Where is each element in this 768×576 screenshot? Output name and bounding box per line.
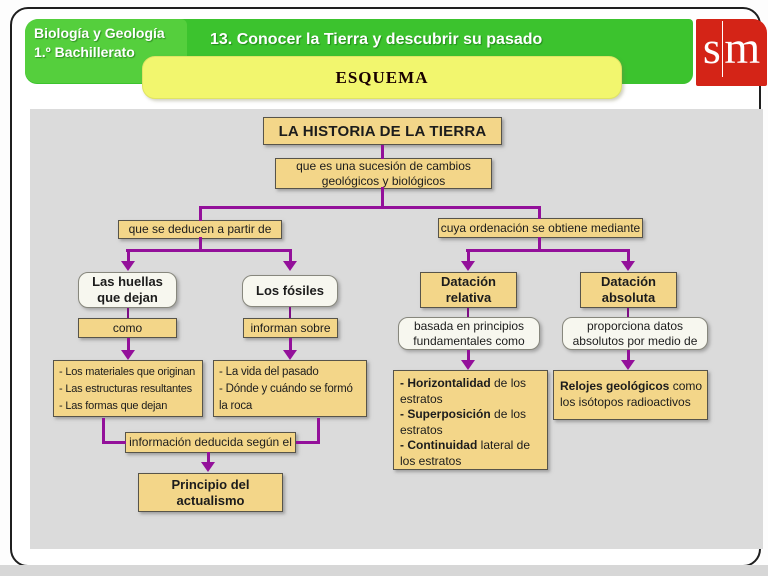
connector-line <box>317 418 320 444</box>
list-vida-pasado: - La vida del pasado - Dónde y cuándo se… <box>213 360 367 417</box>
connector-line <box>199 237 202 251</box>
node-sucesion-cambios: que es una sucesión de cambios geológico… <box>275 158 492 189</box>
connector-line <box>538 206 541 219</box>
bottom-edge-strip <box>0 565 768 576</box>
node-los-fosiles: Los fósiles <box>242 275 338 307</box>
connector-line <box>296 441 320 444</box>
arrow-down-icon <box>621 360 635 370</box>
arrow-down-icon <box>283 261 297 271</box>
label-basada-principios: basada en principios fundamentales como <box>398 317 540 350</box>
connector-line <box>199 206 202 221</box>
arrow-down-icon <box>283 350 297 360</box>
sm-logo-letter-m: m <box>724 22 761 73</box>
esquema-banner: ESQUEMA <box>142 56 622 99</box>
node-historia-tierra: LA HISTORIA DE LA TIERRA <box>263 117 502 145</box>
node-datacion-relativa: Datación relativa <box>420 272 517 308</box>
node-las-huellas: Las huellas que dejan <box>78 272 177 308</box>
connector-line <box>538 237 541 251</box>
connector-line <box>207 452 210 463</box>
label-como: como <box>78 318 177 338</box>
label-informan-sobre: informan sobre <box>243 318 338 338</box>
chapter-title: 13. Conocer la Tierra y descubrir su pas… <box>210 31 543 48</box>
connector-line <box>627 350 630 361</box>
connector-line <box>102 418 105 444</box>
connector-line <box>289 249 292 262</box>
arrow-down-icon <box>461 360 475 370</box>
course-level: 1.º Bachillerato <box>34 44 135 60</box>
connector-line <box>289 307 291 318</box>
connector-line <box>466 249 630 252</box>
arrow-down-icon <box>621 261 635 271</box>
connector-line <box>289 338 292 351</box>
label-cuya-ordenacion: cuya ordenación se obtiene mediante <box>438 218 643 238</box>
connector-line <box>381 145 384 159</box>
list-principios-fundamentales: - Horizontalidad de los estratos - Super… <box>393 370 548 470</box>
connector-line <box>467 350 470 361</box>
connector-line <box>127 308 129 318</box>
list-materiales: - Los materiales que originan - Las estr… <box>53 360 203 417</box>
label-proporciona-datos: proporciona datos absolutos por medio de <box>562 317 708 350</box>
connector-line <box>127 249 130 262</box>
connector-line <box>199 206 541 209</box>
connector-line <box>467 308 469 317</box>
sm-logo: s m <box>696 19 767 86</box>
node-datacion-absoluta: Datación absoluta <box>580 272 677 308</box>
sm-logo-divider <box>721 21 724 77</box>
sm-logo-letter-s: s <box>702 22 721 73</box>
connector-line <box>102 441 126 444</box>
arrow-down-icon <box>121 261 135 271</box>
connector-line <box>126 249 292 252</box>
connector-line <box>127 338 130 351</box>
arrow-down-icon <box>121 350 135 360</box>
connector-line <box>467 249 470 262</box>
arrow-down-icon <box>201 462 215 472</box>
connector-line <box>627 308 629 317</box>
course-subject: Biología y Geología <box>34 25 165 41</box>
label-informacion-deducida: información deducida según el <box>125 432 296 453</box>
connector-line <box>381 187 384 207</box>
connector-line <box>627 249 630 262</box>
list-relojes-geologicos: Relojes geológicos como los isótopos rad… <box>553 370 708 420</box>
node-principio-actualismo: Principio del actualismo <box>138 473 283 512</box>
arrow-down-icon <box>461 261 475 271</box>
